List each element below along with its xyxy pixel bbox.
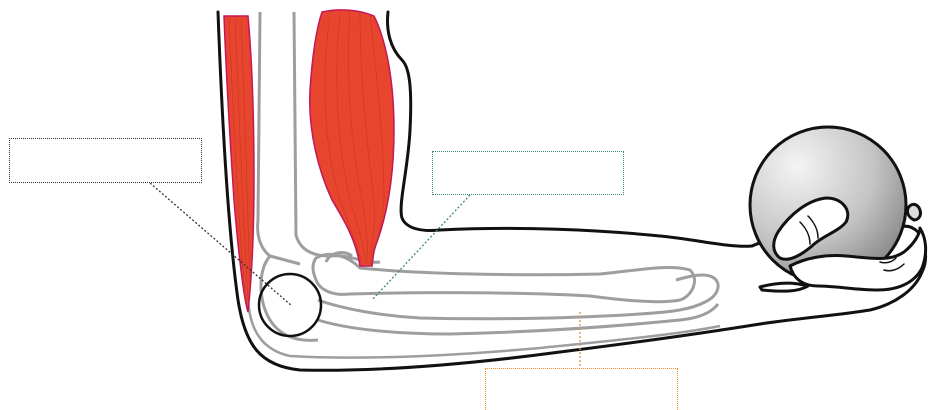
biceps-muscle	[310, 10, 394, 266]
forearm-soft-tissue-outline	[248, 300, 720, 358]
label-box-left[interactable]	[9, 138, 202, 183]
label-box-bottom[interactable]	[485, 368, 678, 410]
forearm-bones	[313, 253, 718, 334]
leader-line-left	[150, 183, 292, 306]
label-box-center[interactable]	[432, 151, 624, 195]
triceps-muscle	[224, 16, 254, 312]
